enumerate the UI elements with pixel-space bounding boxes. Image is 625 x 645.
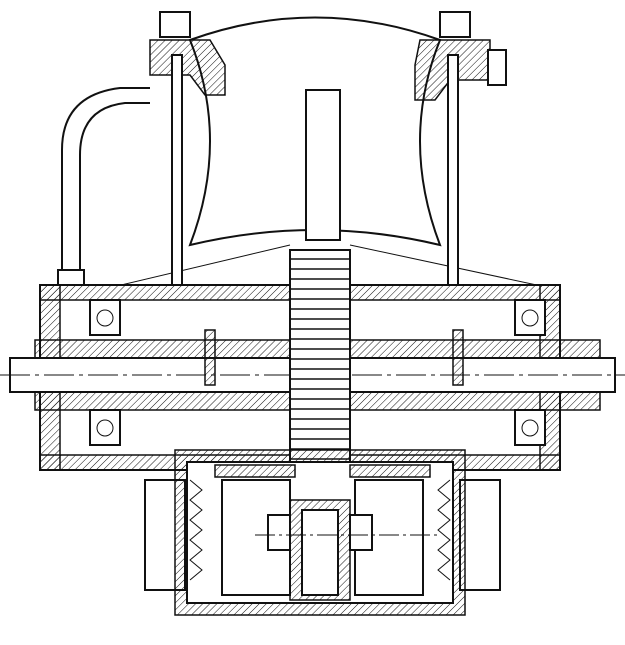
- bearing-top-left: [89, 299, 121, 336]
- upper-vessel: [99, 11, 561, 291]
- bearing-bottom-right: [514, 409, 546, 446]
- bearing-top-right: [514, 299, 546, 336]
- central-shaft: [305, 89, 341, 241]
- right-side-cover: [459, 479, 501, 591]
- top-right-bolt: [439, 11, 471, 38]
- top-left-flange: [149, 39, 226, 96]
- lower-housing: [144, 449, 501, 616]
- nut-left: [267, 514, 291, 551]
- right-port: [487, 49, 507, 86]
- bearing-bottom-left: [89, 409, 121, 446]
- top-left-bolt: [159, 11, 191, 38]
- nut-right: [349, 514, 373, 551]
